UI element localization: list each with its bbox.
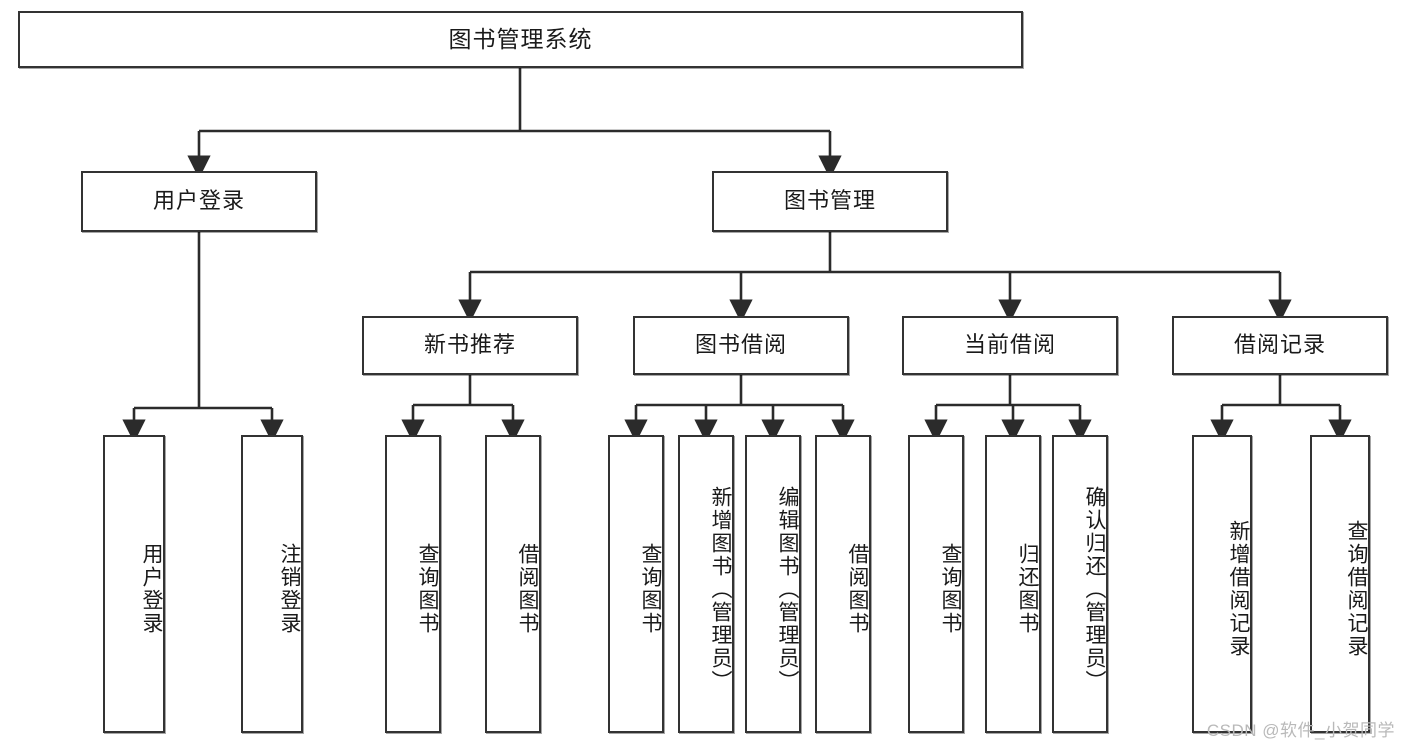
node-book-borrow-label: 图书借阅 xyxy=(694,332,787,358)
leaf-borrow-book[interactable]: 借阅图书 xyxy=(815,435,871,733)
leaf-confirm-return-admin-label: 确认归还（管理员） xyxy=(1083,485,1106,693)
node-book-borrow[interactable]: 图书借阅 xyxy=(633,316,849,375)
node-new-book-recommendation[interactable]: 新书推荐 xyxy=(362,316,578,375)
leaf-query-book-borrow-label: 查询图书 xyxy=(639,543,662,635)
leaf-add-book-admin-label: 新增图书（管理员） xyxy=(709,485,732,693)
leaf-query-borrow-record[interactable]: 查询借阅记录 xyxy=(1310,435,1370,733)
leaf-edit-book-admin[interactable]: 编辑图书（管理员） xyxy=(745,435,801,733)
leaf-query-book-borrow[interactable]: 查询图书 xyxy=(608,435,664,733)
node-new-book-recommendation-label: 新书推荐 xyxy=(423,332,516,358)
leaf-user-login[interactable]: 用户登录 xyxy=(103,435,165,733)
leaf-query-book-current-label: 查询图书 xyxy=(939,543,962,635)
leaf-add-borrow-record-label: 新增借阅记录 xyxy=(1227,520,1250,658)
node-root-label: 图书管理系统 xyxy=(448,25,593,52)
leaf-query-book-recommend-label: 查询图书 xyxy=(416,543,439,635)
leaf-return-book[interactable]: 归还图书 xyxy=(985,435,1041,733)
node-current-borrow[interactable]: 当前借阅 xyxy=(902,316,1118,375)
leaf-borrow-book-recommend-label: 借阅图书 xyxy=(516,543,539,635)
leaf-borrow-book-recommend[interactable]: 借阅图书 xyxy=(485,435,541,733)
leaf-query-borrow-record-label: 查询借阅记录 xyxy=(1345,520,1368,658)
csdn-watermark: CSDN @软件_小贺同学 xyxy=(1206,721,1395,740)
leaf-user-logout[interactable]: 注销登录 xyxy=(241,435,303,733)
leaf-add-borrow-record[interactable]: 新增借阅记录 xyxy=(1192,435,1252,733)
node-current-borrow-label: 当前借阅 xyxy=(963,332,1056,358)
leaf-user-logout-label: 注销登录 xyxy=(278,543,301,635)
leaf-query-book-current[interactable]: 查询图书 xyxy=(908,435,964,733)
node-borrow-record-label: 借阅记录 xyxy=(1233,332,1326,358)
node-user-login-label: 用户登录 xyxy=(152,188,245,214)
node-borrow-record[interactable]: 借阅记录 xyxy=(1172,316,1388,375)
leaf-user-login-label: 用户登录 xyxy=(140,543,163,635)
node-root[interactable]: 图书管理系统 xyxy=(18,11,1023,68)
node-book-management[interactable]: 图书管理 xyxy=(712,171,948,232)
node-book-management-label: 图书管理 xyxy=(783,188,876,214)
leaf-query-book-recommend[interactable]: 查询图书 xyxy=(385,435,441,733)
leaf-borrow-book-label: 借阅图书 xyxy=(846,543,869,635)
leaf-add-book-admin[interactable]: 新增图书（管理员） xyxy=(678,435,734,733)
leaf-edit-book-admin-label: 编辑图书（管理员） xyxy=(776,485,799,693)
leaf-confirm-return-admin[interactable]: 确认归还（管理员） xyxy=(1052,435,1108,733)
leaf-return-book-label: 归还图书 xyxy=(1016,543,1039,635)
node-user-login[interactable]: 用户登录 xyxy=(81,171,317,232)
